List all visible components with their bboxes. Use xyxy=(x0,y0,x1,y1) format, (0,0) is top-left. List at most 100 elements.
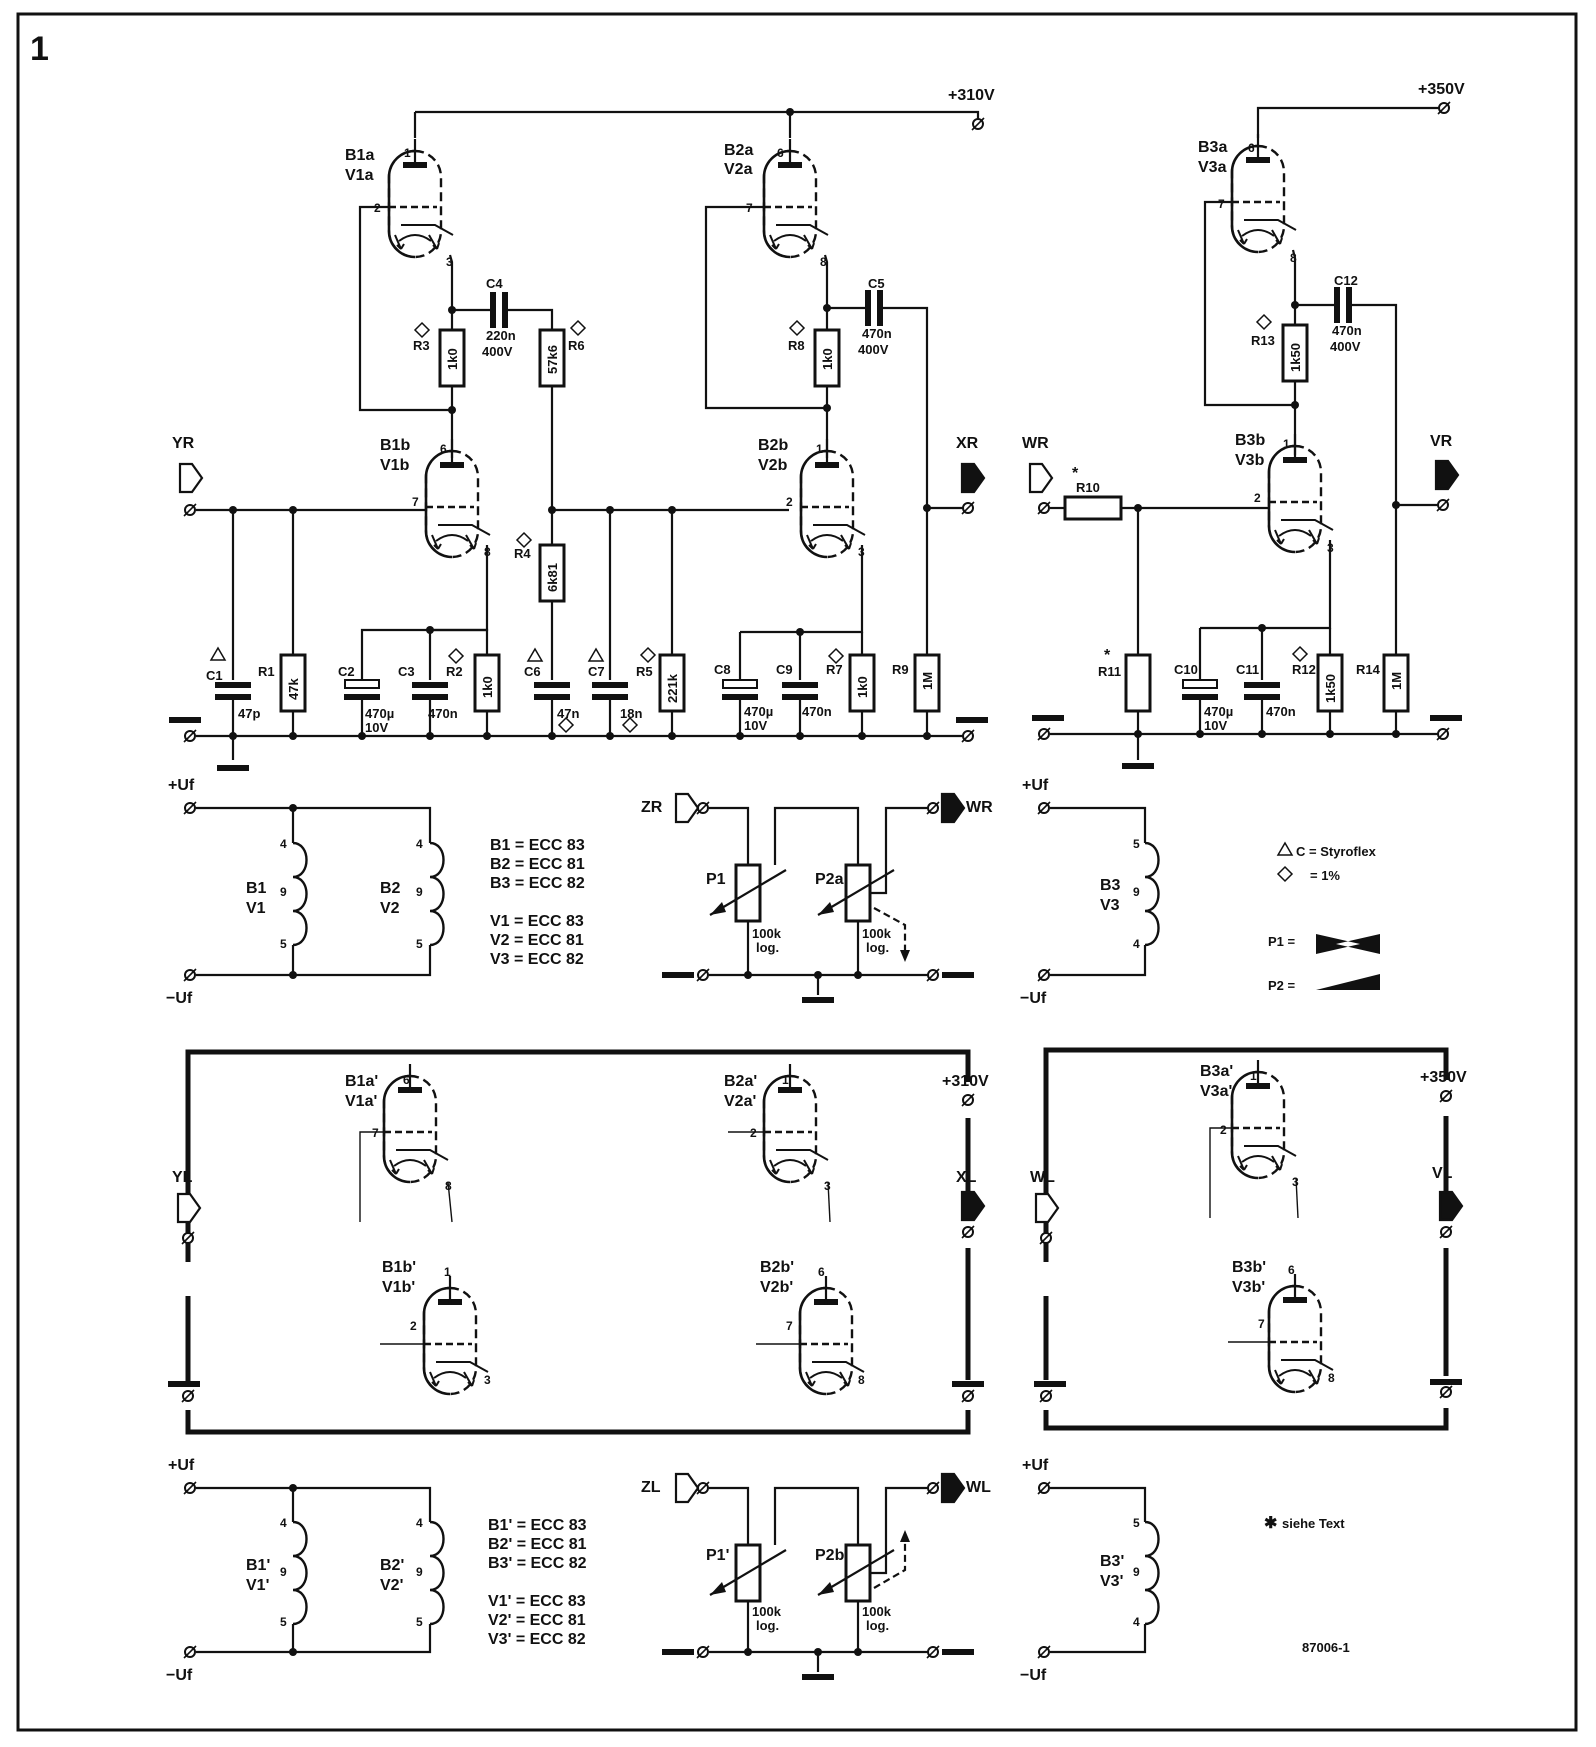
r8-label: R8 xyxy=(788,338,805,353)
r11-label: R11 xyxy=(1098,664,1121,679)
uf-neg-r2: −Uf xyxy=(1020,990,1047,1007)
r14-value: 1M xyxy=(1389,672,1404,690)
uf-pos-r1: +Uf xyxy=(168,777,195,794)
tube-v1a: V1a xyxy=(345,167,374,184)
tube-b3a: B3a xyxy=(1198,139,1227,156)
tube-b1a: B1a xyxy=(345,147,374,164)
svg-text:1: 1 xyxy=(782,1073,789,1087)
legend-styroflex: C = Styroflex xyxy=(1296,844,1377,859)
c9-label: C9 xyxy=(776,662,793,677)
svg-text:B3' = ECC 82: B3' = ECC 82 xyxy=(488,1555,587,1572)
r1-value: 47k xyxy=(286,678,301,700)
r2-label: R2 xyxy=(446,664,463,679)
svg-text:1: 1 xyxy=(444,1265,451,1279)
pot-p2a: P2a xyxy=(815,871,844,888)
c10-value: 470µ xyxy=(1204,704,1233,719)
svg-text:6: 6 xyxy=(818,1265,825,1279)
svg-text:9: 9 xyxy=(280,1565,287,1579)
supply-310v: +310V xyxy=(948,87,995,104)
tube-v3a-l: V3a' xyxy=(1200,1083,1232,1100)
tube-b3b-l: B3b' xyxy=(1232,1259,1266,1276)
c5-label: C5 xyxy=(868,276,885,291)
volume-pots-r: ZR P1 100k log. P2a 100k log. WR xyxy=(641,792,993,1003)
r14-label: R14 xyxy=(1356,662,1381,677)
svg-text:5: 5 xyxy=(416,1615,423,1629)
stage-b3: +350V B3a V3a 678 1k50 R13 C12 470n 400V… xyxy=(1022,81,1465,769)
svg-text:V1' = ECC 83: V1' = ECC 83 xyxy=(488,1593,586,1610)
pot-p2b-taper: log. xyxy=(866,1618,889,1633)
c2-label: C2 xyxy=(338,664,355,679)
legend-p1: P1 = xyxy=(1268,934,1296,949)
heater-b2-l: B2' xyxy=(380,1557,404,1574)
port-xr: XR xyxy=(956,435,979,452)
svg-text:✱: ✱ xyxy=(1264,1515,1277,1532)
heater-block-l: +Uf −Uf 495 495 B1' V1' B2' V2' B1' = EC… xyxy=(166,1457,1350,1684)
r10-label: R10 xyxy=(1076,480,1100,495)
figure-code: 87006-1 xyxy=(1302,1640,1350,1655)
svg-text:6: 6 xyxy=(1288,1263,1295,1277)
svg-text:7: 7 xyxy=(412,495,419,509)
svg-text:*: * xyxy=(1072,465,1079,482)
port-wr: WR xyxy=(1022,435,1049,452)
tube-v3b: V3b xyxy=(1235,452,1265,469)
c5-voltage: 400V xyxy=(858,342,889,357)
svg-text:3: 3 xyxy=(446,255,453,269)
heater-v2: V2 xyxy=(380,900,400,917)
uf-neg-l2: −Uf xyxy=(1020,1667,1047,1684)
r7-value: 1k0 xyxy=(855,676,870,698)
heater-b1: B1 xyxy=(246,880,267,897)
c7-value: 18n xyxy=(620,706,642,721)
uf-pos-l1: +Uf xyxy=(168,1457,195,1474)
tube-v2a-l: V2a' xyxy=(724,1093,756,1110)
svg-text:B2 = ECC 81: B2 = ECC 81 xyxy=(490,856,585,873)
pot-p1-taper: log. xyxy=(756,940,779,955)
port-vl: VL xyxy=(1432,1165,1453,1182)
svg-text:2: 2 xyxy=(750,1126,757,1140)
pot-p1-l: P1' xyxy=(706,1547,729,1564)
svg-text:9: 9 xyxy=(1133,885,1140,899)
tube-b2b-l: B2b' xyxy=(760,1259,794,1276)
c9-value: 470n xyxy=(802,704,832,719)
svg-text:9: 9 xyxy=(416,885,423,899)
svg-text:1: 1 xyxy=(1283,437,1290,451)
port-yr: YR xyxy=(172,435,195,452)
r7-label: R7 xyxy=(826,662,843,677)
svg-text:9: 9 xyxy=(1133,1565,1140,1579)
c8-voltage: 10V xyxy=(744,718,767,733)
pot-p1: P1 xyxy=(706,871,726,888)
svg-text:6: 6 xyxy=(403,1073,410,1087)
svg-text:8: 8 xyxy=(1290,251,1297,265)
legend-p2: P2 = xyxy=(1268,978,1296,993)
svg-text:8: 8 xyxy=(820,255,827,269)
legend-tolerance: = 1% xyxy=(1310,868,1340,883)
c4-voltage: 400V xyxy=(482,344,513,359)
stage-b3-left: WL +350V VL B3a' V3a' 123 B3b' V3b' 678 xyxy=(1030,1047,1467,1431)
pot-p2b-value: 100k xyxy=(862,1604,892,1619)
tube-b3b: B3b xyxy=(1235,432,1265,449)
svg-text:2: 2 xyxy=(786,495,793,509)
r9-value: 1M xyxy=(920,672,935,690)
r5-label: R5 xyxy=(636,664,653,679)
svg-text:6: 6 xyxy=(440,442,447,456)
pot-p1l-taper: log. xyxy=(756,1618,779,1633)
c8-value: 470µ xyxy=(744,704,773,719)
svg-text:5: 5 xyxy=(280,937,287,951)
r6-label: R6 xyxy=(568,338,585,353)
tube-table-l: B1' = ECC 83 B2' = ECC 81 B3' = ECC 82 V… xyxy=(488,1517,587,1648)
tube-v2a: V2a xyxy=(724,161,753,178)
r3-value: 1k0 xyxy=(445,348,460,370)
svg-text:B1 = ECC 83: B1 = ECC 83 xyxy=(490,837,585,854)
c6-label: C6 xyxy=(524,664,541,679)
r2-value: 1k0 xyxy=(480,676,495,698)
c10-voltage: 10V xyxy=(1204,718,1227,733)
stage-b1-b2: +310V B1a V1a 123 1k0 R3 C4 220n 400V 57… xyxy=(169,87,995,771)
svg-text:7: 7 xyxy=(1218,197,1225,211)
tube-b2a: B2a xyxy=(724,142,753,159)
figure-frame xyxy=(16,12,1578,1732)
tube-b3a-l: B3a' xyxy=(1200,1063,1233,1080)
uf-neg-l1: −Uf xyxy=(166,1667,193,1684)
tube-v1b-l: V1b' xyxy=(382,1279,415,1296)
tube-v3b-l: V3b' xyxy=(1232,1279,1265,1296)
c5-value: 470n xyxy=(862,326,892,341)
svg-text:4: 4 xyxy=(1133,1615,1140,1629)
